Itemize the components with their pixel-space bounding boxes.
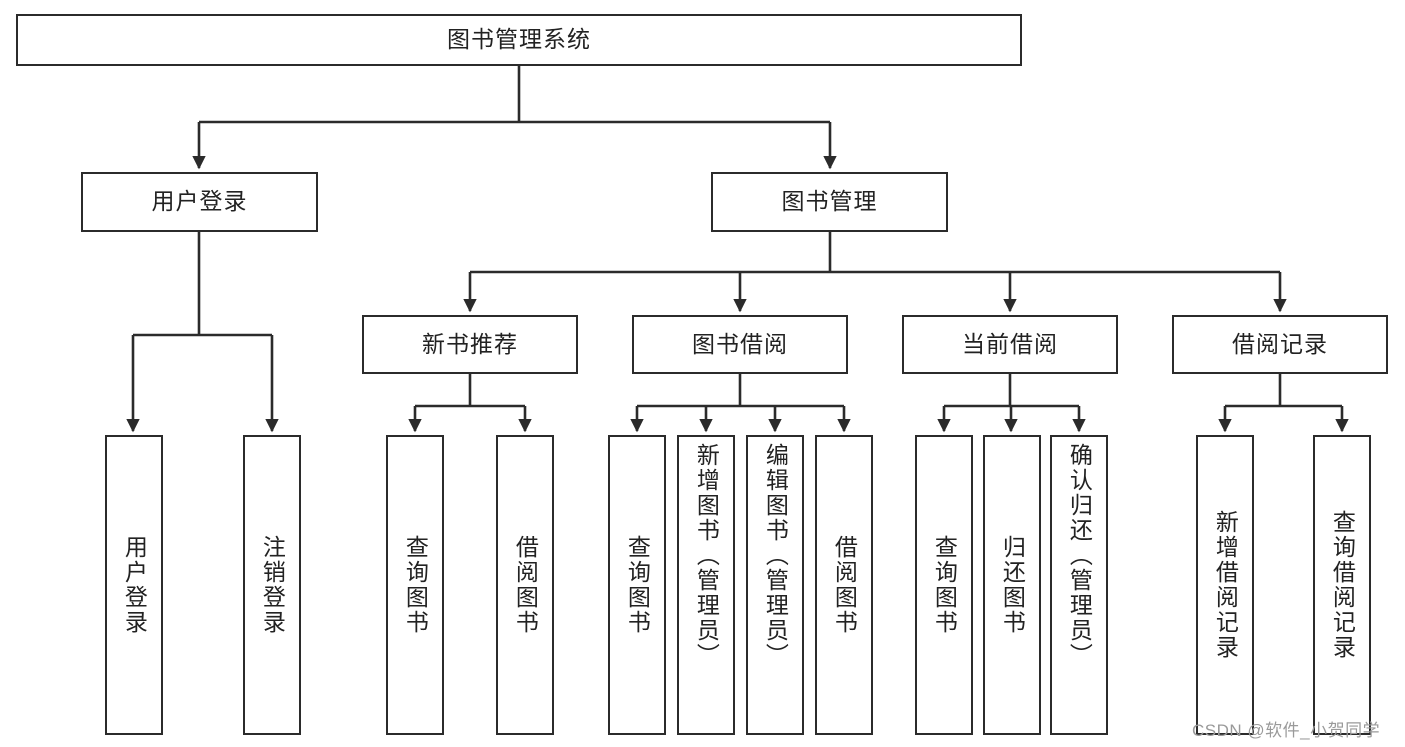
node-label: 注销登录 [259, 535, 286, 635]
node-label: 借阅图书 [831, 535, 858, 635]
node-label: 新书推荐 [422, 330, 518, 357]
leaf-book-borrow-add-book-admin[interactable]: 新增图书（管理员） [677, 435, 735, 735]
leaf-borrow-record-query-record[interactable]: 查询借阅记录 [1313, 435, 1371, 735]
node-book-borrow[interactable]: 图书借阅 [632, 315, 848, 374]
node-label: 查询借阅记录 [1329, 510, 1356, 660]
node-label: 当前借阅 [962, 330, 1058, 357]
leaf-book-borrow-query-book[interactable]: 查询图书 [608, 435, 666, 735]
leaf-book-borrow-borrow-book[interactable]: 借阅图书 [815, 435, 873, 735]
leaf-borrow-record-add-record[interactable]: 新增借阅记录 [1196, 435, 1254, 735]
node-label: 查询图书 [402, 535, 429, 635]
leaf-current-borrow-query-book[interactable]: 查询图书 [915, 435, 973, 735]
leaf-user-login-login[interactable]: 用户登录 [105, 435, 163, 735]
node-label: 图书管理系统 [447, 26, 591, 53]
node-user-login[interactable]: 用户登录 [81, 172, 318, 232]
node-new-book-recommend[interactable]: 新书推荐 [362, 315, 578, 374]
leaf-user-login-logout[interactable]: 注销登录 [243, 435, 301, 735]
node-label: 图书管理 [781, 188, 878, 215]
node-borrow-record[interactable]: 借阅记录 [1172, 315, 1388, 374]
node-label: 新增借阅记录 [1212, 510, 1239, 660]
leaf-current-borrow-confirm-return-admin[interactable]: 确认归还（管理员） [1050, 435, 1108, 735]
node-label: 确认归还（管理员） [1066, 443, 1093, 668]
node-book-management[interactable]: 图书管理 [711, 172, 948, 232]
node-label: 查询图书 [624, 535, 651, 635]
csdn-watermark: CSDN @软件_小贺同学 [1192, 721, 1381, 740]
node-root-book-management-system[interactable]: 图书管理系统 [16, 14, 1022, 66]
node-label: 用户登录 [121, 535, 148, 635]
node-label: 图书借阅 [692, 330, 788, 357]
node-label: 用户登录 [151, 188, 248, 215]
node-current-borrow[interactable]: 当前借阅 [902, 315, 1118, 374]
leaf-new-book-query-book[interactable]: 查询图书 [386, 435, 444, 735]
leaf-current-borrow-return-book[interactable]: 归还图书 [983, 435, 1041, 735]
node-label: 归还图书 [999, 535, 1026, 635]
leaf-book-borrow-edit-book-admin[interactable]: 编辑图书（管理员） [746, 435, 804, 735]
leaf-new-book-borrow-book[interactable]: 借阅图书 [496, 435, 554, 735]
node-label: 查询图书 [931, 535, 958, 635]
node-label: 借阅记录 [1232, 330, 1328, 357]
node-label: 新增图书（管理员） [693, 443, 720, 668]
node-label: 编辑图书（管理员） [762, 443, 789, 668]
node-label: 借阅图书 [512, 535, 539, 635]
